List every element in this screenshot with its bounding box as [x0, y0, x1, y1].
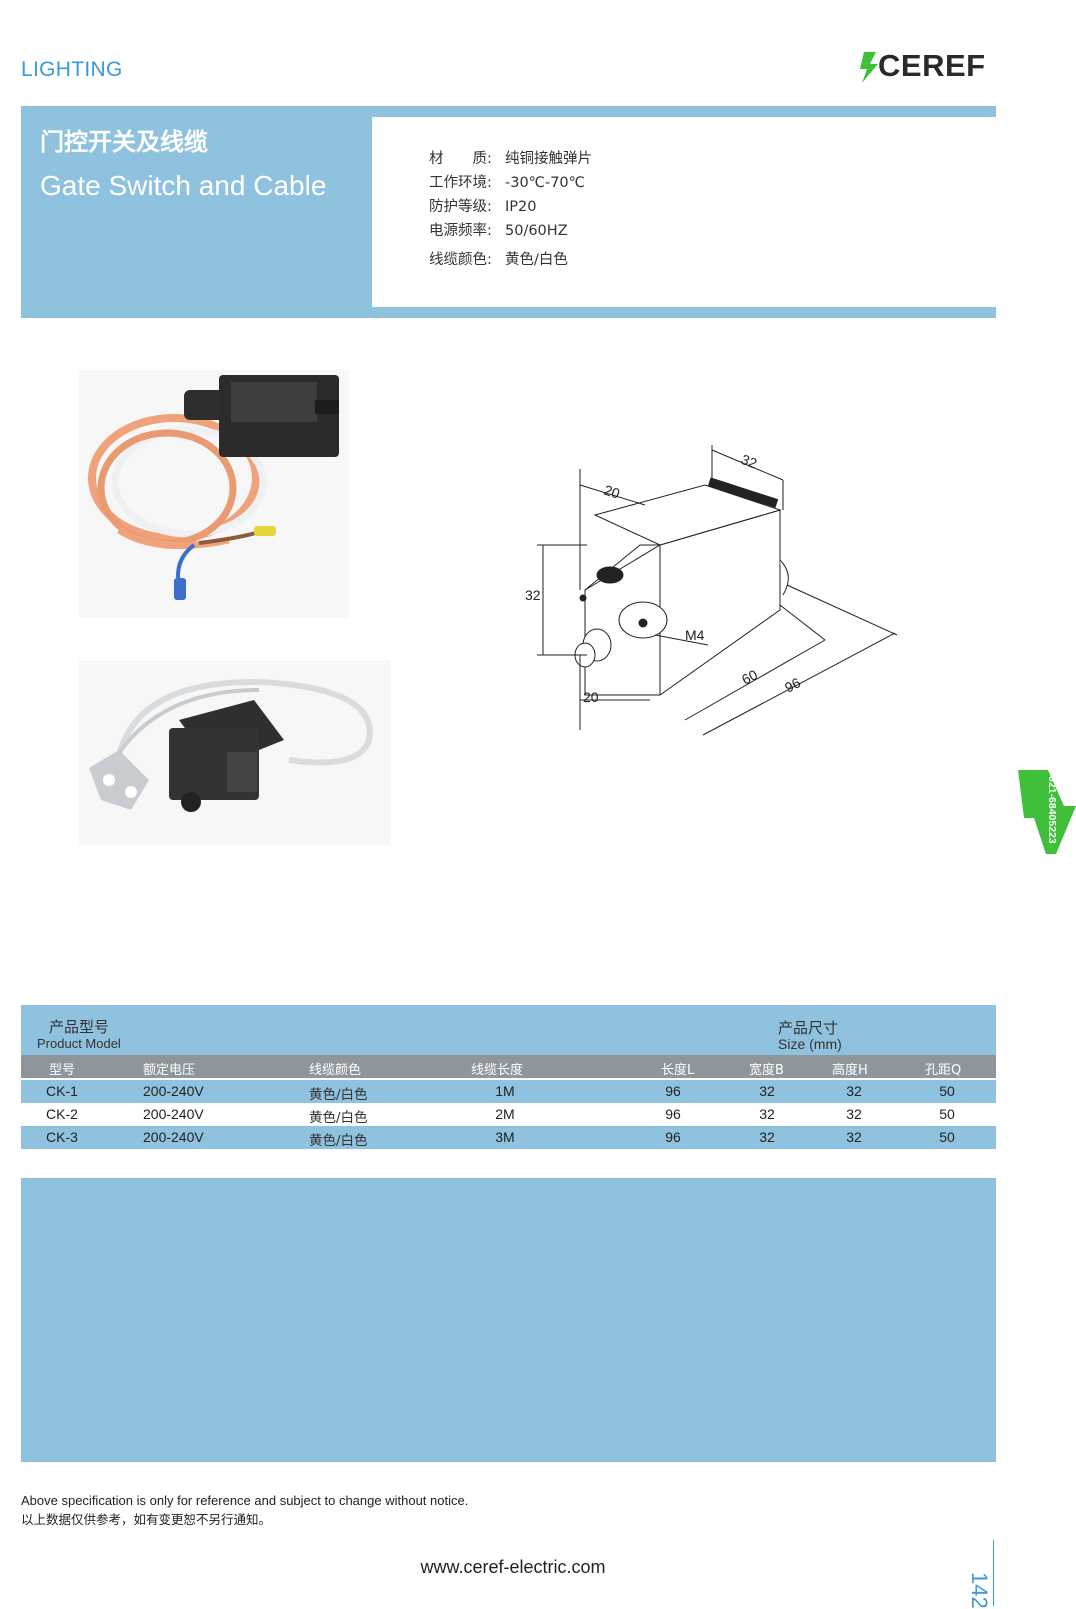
- spec-row-frequency: 电源频率:50/60HZ: [429, 223, 568, 239]
- cell-height: 32: [846, 1083, 862, 1099]
- dim-top-depth: 20: [602, 482, 622, 502]
- cell-cable-color: 黄色/白色: [309, 1087, 368, 1103]
- column-header: 孔距Q: [925, 1063, 962, 1078]
- cell-cable-color: 黄色/白色: [309, 1110, 368, 1126]
- bottom-band: [21, 1178, 996, 1462]
- cell-length: 96: [665, 1129, 681, 1145]
- spec-row-cable-color: 线缆颜色:黄色/白色: [429, 252, 568, 268]
- cell-cable-color: 黄色/白色: [309, 1133, 368, 1149]
- column-header: 宽度B: [749, 1063, 784, 1078]
- product-title-en: Gate Switch and Cable: [40, 170, 327, 201]
- dimension-drawing: 20 32 32 20 M4 60 96: [525, 440, 925, 760]
- cell-height: 32: [846, 1129, 862, 1145]
- website-link[interactable]: www.ceref-electric.com: [420, 1557, 606, 1577]
- table-column-headers: 型号 额定电压 线缆颜色 线缆长度 长度L 宽度B 高度H 孔距Q: [21, 1055, 996, 1078]
- cell-hole-spacing: 50: [939, 1083, 955, 1099]
- cell-cable-length: 3M: [495, 1129, 515, 1145]
- table-model-title-en: Product Model: [37, 1036, 121, 1051]
- cell-model: CK-3: [46, 1129, 78, 1145]
- cell-hole-spacing: 50: [939, 1106, 955, 1122]
- phone-number: 021-68405223: [1046, 776, 1058, 844]
- cell-voltage: 200-240V: [143, 1083, 204, 1099]
- dim-length: 96: [782, 674, 803, 696]
- cell-height: 32: [846, 1106, 862, 1122]
- table-row: CK-1 200-240V 黄色/白色 1M 96 32 32 50: [21, 1080, 996, 1103]
- disclaimer-cn: 以上数据仅供参考，如有变更恕不另行通知。: [21, 1512, 272, 1527]
- table-model-title-cn: 产品型号: [49, 1018, 110, 1036]
- cell-cable-length: 2M: [495, 1106, 515, 1122]
- column-header: 线缆长度: [471, 1063, 524, 1078]
- dim-bottom-depth: 20: [583, 689, 599, 705]
- dim-top-width: 32: [739, 451, 760, 472]
- cell-width: 32: [759, 1106, 775, 1122]
- cell-length: 96: [665, 1083, 681, 1099]
- phone-tab: 021-68405223: [1018, 770, 1076, 854]
- cell-width: 32: [759, 1083, 775, 1099]
- page-rule: [993, 1540, 994, 1606]
- logo-text: CEREF: [878, 48, 986, 83]
- disclaimer-en: Above specification is only for referenc…: [21, 1493, 469, 1508]
- thread-label: M4: [685, 627, 705, 643]
- dim-height: 32: [525, 587, 541, 603]
- lightning-bolt-icon: [860, 52, 878, 83]
- spec-row-protection: 防护等级:IP20: [429, 199, 537, 215]
- cell-voltage: 200-240V: [143, 1106, 204, 1122]
- page-number: 142: [967, 1572, 992, 1609]
- spec-row-material: 材 质:纯铜接触弹片: [429, 151, 592, 167]
- section-label: LIGHTING: [21, 58, 123, 81]
- cell-cable-length: 1M: [495, 1083, 515, 1099]
- product-photo-switch-gray: [79, 660, 391, 845]
- table-row: CK-2 200-240V 黄色/白色 2M 96 32 32 50: [21, 1103, 996, 1126]
- cell-width: 32: [759, 1129, 775, 1145]
- cell-model: CK-2: [46, 1106, 78, 1122]
- ceref-logo: CEREF: [858, 48, 996, 84]
- dim-hole-spacing: 60: [739, 666, 760, 688]
- column-header: 型号: [49, 1063, 76, 1078]
- spec-row-environment: 工作环境:-30℃-70℃: [429, 175, 585, 191]
- table-row: CK-3 200-240V 黄色/白色 3M 96 32 32 50: [21, 1126, 996, 1149]
- cell-hole-spacing: 50: [939, 1129, 955, 1145]
- table-size-title-en: Size (mm): [778, 1036, 842, 1052]
- spec-panel: [372, 117, 996, 307]
- table-size-title-cn: 产品尺寸: [778, 1019, 839, 1037]
- column-header: 长度L: [661, 1063, 695, 1078]
- cell-model: CK-1: [46, 1083, 78, 1099]
- cell-length: 96: [665, 1106, 681, 1122]
- table-header-band: [21, 1005, 996, 1055]
- column-header: 高度H: [832, 1063, 868, 1078]
- cell-voltage: 200-240V: [143, 1129, 204, 1145]
- product-title-cn: 门控开关及线缆: [40, 128, 208, 156]
- column-header: 线缆颜色: [309, 1063, 362, 1078]
- product-photo-switch-cable: [79, 370, 349, 618]
- column-header: 额定电压: [143, 1063, 196, 1078]
